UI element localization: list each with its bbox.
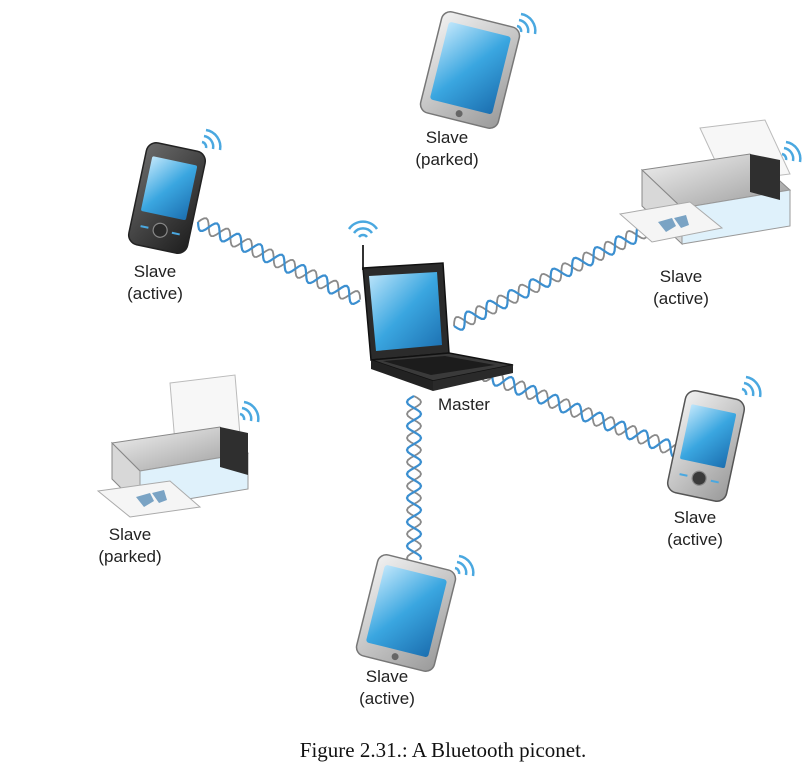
- printer-icon: [618, 119, 792, 246]
- printer-right-label-line1: Slave: [660, 267, 703, 286]
- link-phone-right-strand-back: [469, 362, 683, 454]
- wireless-links: [196, 217, 683, 561]
- printer-left-label-line2: (parked): [98, 547, 161, 566]
- phone-right-device: Slave (active): [666, 375, 762, 549]
- signal-icon: [741, 375, 762, 398]
- phone-left-label-line1: Slave: [134, 262, 177, 281]
- printer-right-label-line2: (active): [653, 289, 709, 308]
- master-label: Master: [438, 395, 490, 414]
- tablet-top-label-line2: (parked): [415, 150, 478, 169]
- master-device: Master: [347, 220, 514, 414]
- link-phone-left-strand-front: [196, 221, 361, 306]
- tablet-icon: [355, 554, 457, 672]
- signal-icon: [239, 400, 260, 423]
- tablet-bottom-label-line1: Slave: [366, 667, 409, 686]
- signal-icon: [201, 128, 222, 151]
- printer-left-device: Slave (parked): [96, 374, 260, 566]
- tablet-top-device: Slave (parked): [415, 11, 537, 169]
- signal-icon: [516, 12, 537, 35]
- link-tablet-bottom-strand-back: [406, 395, 422, 561]
- phone-right-label-line1: Slave: [674, 508, 717, 527]
- printer-right-device: Slave (active): [618, 119, 802, 308]
- link-phone-right-strand-front: [468, 366, 680, 459]
- tablet-icon: [419, 11, 521, 129]
- figure-caption: Figure 2.31.: A Bluetooth piconet.: [299, 738, 587, 762]
- link-printer-right-strand-front: [453, 224, 653, 331]
- smartphone-icon: [666, 390, 746, 502]
- tablet-top-label-line1: Slave: [426, 128, 469, 147]
- link-phone-left-strand-back: [197, 217, 362, 300]
- laptop-icon: [362, 245, 514, 391]
- signal-icon: [454, 554, 475, 577]
- phone-left-label-line2: (active): [127, 284, 183, 303]
- link-tablet-bottom-strand-front: [405, 395, 423, 561]
- smartphone-icon: [127, 142, 207, 254]
- phone-right-label-line2: (active): [667, 530, 723, 549]
- signal-icon: [347, 220, 379, 238]
- printer-left-label-line1: Slave: [109, 525, 152, 544]
- signal-icon: [781, 140, 802, 163]
- tablet-bottom-device: Slave (active): [355, 554, 475, 708]
- phone-left-device: Slave (active): [127, 128, 222, 303]
- tablet-bottom-label-line2: (active): [359, 689, 415, 708]
- printer-icon: [96, 374, 250, 518]
